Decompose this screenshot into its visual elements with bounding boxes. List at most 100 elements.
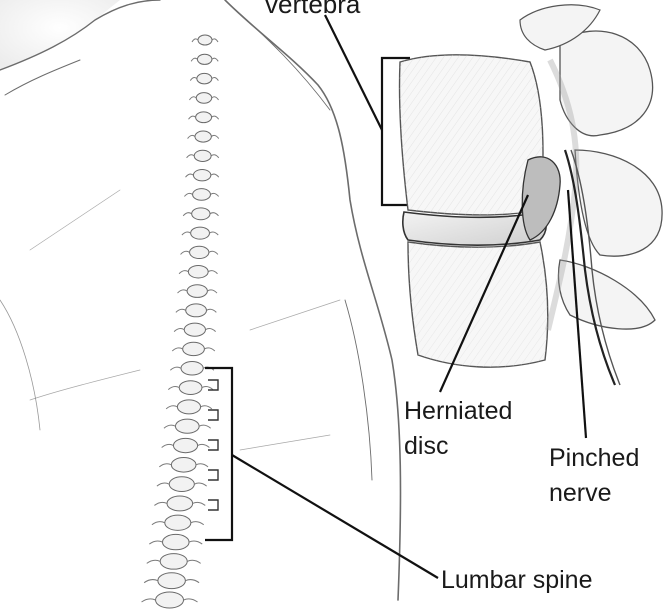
- spine-process-left: [162, 444, 174, 447]
- spine-process-left: [147, 560, 160, 563]
- spine-process-right: [212, 116, 219, 119]
- spine-vertebra: [196, 112, 212, 123]
- vertebra-closeup: [399, 5, 662, 385]
- spine-process-left: [179, 271, 188, 274]
- spine-vertebra: [187, 285, 207, 298]
- spine-vertebra: [175, 419, 199, 433]
- spine-process-right: [210, 193, 218, 196]
- spine-process-right: [198, 444, 210, 447]
- spine-process-left: [188, 135, 195, 138]
- spine-drawing: [142, 35, 219, 608]
- pinched-nerve-label-line2: nerve: [549, 479, 612, 507]
- spine-process-left: [154, 502, 167, 505]
- spine-process-left: [176, 309, 186, 312]
- spine-process-left: [172, 348, 182, 351]
- spine-process-right: [196, 464, 208, 467]
- spine-vertebra: [169, 477, 194, 492]
- spine-vertebra: [181, 362, 203, 376]
- lumbar-bracket: [205, 368, 232, 540]
- spine-process-right: [204, 348, 214, 351]
- spine-process-left: [192, 39, 198, 42]
- spine-process-left: [189, 116, 196, 119]
- spine-vertebra: [158, 573, 186, 589]
- spine-process-left: [189, 97, 196, 100]
- spine-process-right: [212, 97, 219, 100]
- spine-process-right: [193, 502, 206, 505]
- spine-process-left: [170, 367, 181, 370]
- spine-process-left: [181, 251, 190, 254]
- spine-process-left: [159, 464, 171, 467]
- spine-process-right: [189, 541, 202, 544]
- spine-process-right: [211, 174, 219, 177]
- vertebra-label: vertebra: [265, 0, 360, 18]
- spine-vertebra: [177, 400, 200, 414]
- torso-drawing: [0, 0, 400, 600]
- spine-process-right: [187, 560, 200, 563]
- spine-process-left: [152, 522, 165, 525]
- spine-process-right: [209, 251, 218, 254]
- spine-vertebra: [192, 208, 210, 220]
- spine-vertebra: [193, 169, 210, 180]
- spine-vertebra: [198, 35, 212, 45]
- spine-process-right: [211, 135, 218, 138]
- spine-process-left: [144, 580, 158, 583]
- spine-vertebra: [179, 381, 202, 395]
- spine-process-right: [212, 58, 218, 61]
- spine-process-right: [191, 522, 204, 525]
- spine-vertebra: [191, 227, 210, 239]
- spine-vertebra: [167, 496, 193, 511]
- spine-process-right: [194, 483, 206, 486]
- spine-process-left: [166, 406, 177, 409]
- spine-process-left: [184, 193, 192, 196]
- spine-vertebra: [197, 54, 211, 64]
- spine-process-left: [191, 58, 197, 61]
- spine-process-right: [212, 39, 218, 42]
- spine-process-right: [201, 406, 212, 409]
- spine-process-right: [202, 386, 213, 389]
- spine-vertebra: [195, 131, 211, 142]
- pinched-nerve-label-line1: Pinched: [549, 444, 639, 472]
- spine-process-right: [212, 77, 219, 80]
- spine-vertebra: [171, 458, 196, 473]
- spine-vertebra: [160, 554, 187, 570]
- herniated-disc-label-line1: Herniated: [404, 397, 512, 425]
- spine-vertebra: [196, 93, 211, 104]
- spine-process-right: [207, 290, 217, 293]
- spine-process-left: [149, 541, 162, 544]
- spine-process-right: [184, 599, 198, 602]
- spine-process-left: [187, 155, 195, 158]
- spine-vertebra: [188, 265, 208, 277]
- spine-vertebra: [193, 189, 211, 201]
- spine-process-right: [199, 425, 211, 428]
- spine-process-right: [209, 232, 218, 235]
- lumbar-spine-label: Lumbar spine: [441, 566, 592, 594]
- spine-process-right: [185, 580, 199, 583]
- spine-process-left: [190, 77, 197, 80]
- spine-process-right: [206, 309, 216, 312]
- spine-process-right: [210, 213, 218, 216]
- spine-vertebra: [162, 534, 189, 549]
- spine-process-left: [164, 425, 176, 428]
- spine-process-right: [208, 271, 217, 274]
- spine-process-left: [186, 174, 194, 177]
- spine-process-left: [183, 213, 191, 216]
- spine-process-left: [174, 329, 184, 332]
- spine-process-right: [211, 155, 219, 158]
- spine-vertebra: [165, 515, 191, 530]
- spine-vertebra: [173, 438, 197, 452]
- lumbar-notches: [208, 380, 218, 510]
- spine-process-left: [168, 386, 179, 389]
- spine-process-left: [182, 232, 191, 235]
- spine-process-left: [178, 290, 188, 293]
- spine-vertebra: [194, 150, 211, 161]
- spine-vertebra: [183, 342, 205, 355]
- spine-process-left: [157, 483, 169, 486]
- spine-vertebra: [156, 592, 184, 608]
- spine-process-right: [205, 329, 215, 332]
- spine-vertebra: [186, 304, 207, 317]
- spine-vertebra: [197, 73, 212, 83]
- herniated-disc-label-line2: disc: [404, 432, 448, 460]
- spine-vertebra: [184, 323, 205, 336]
- spine-vertebra: [190, 246, 209, 258]
